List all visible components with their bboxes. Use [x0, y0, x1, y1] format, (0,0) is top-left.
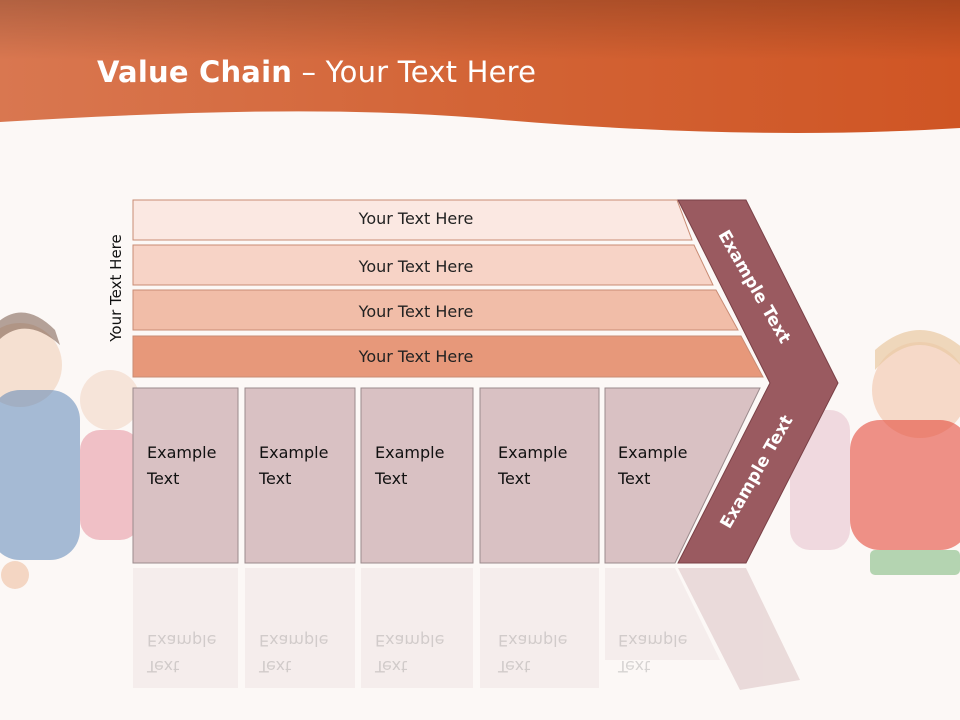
cell-2-shape	[244, 387, 356, 564]
chevron-shape	[677, 199, 839, 564]
band-3-text: Your Text Here	[358, 302, 474, 321]
slide-title: Value Chain – Your Text Here	[97, 55, 536, 89]
band-1-text: Your Text Here	[358, 209, 474, 228]
cell-3-line2: Text	[375, 469, 408, 488]
cell-4-shape	[479, 387, 600, 564]
title-rest: – Your Text Here	[292, 55, 537, 89]
band-4-text: Your Text Here	[358, 347, 474, 366]
header-band	[0, 0, 960, 133]
cell-1-shape	[132, 387, 239, 564]
cell-3-shape	[360, 387, 474, 564]
cell-4-line1: Example	[498, 443, 568, 462]
cell-5-line2: Text	[618, 469, 651, 488]
cell-2-line2: Text	[259, 469, 292, 488]
title-bold: Value Chain	[97, 55, 293, 89]
band-3-shape	[132, 289, 739, 331]
cell-5-shape	[604, 387, 761, 564]
band-4-shape	[132, 335, 764, 378]
vertical-side-label: Your Text Here	[107, 234, 125, 342]
cell-5-line1: Example	[618, 443, 688, 462]
cell-1-line1: Example	[147, 443, 217, 462]
band-2-text: Your Text Here	[358, 257, 474, 276]
cell-3-line1: Example	[375, 443, 445, 462]
cell-2-line1: Example	[259, 443, 329, 462]
band-2-shape	[132, 244, 714, 286]
band-1-shape	[132, 199, 693, 241]
children-photo-left	[0, 312, 140, 589]
cell-1-line2: Text	[147, 469, 180, 488]
cell-4-line2: Text	[498, 469, 531, 488]
